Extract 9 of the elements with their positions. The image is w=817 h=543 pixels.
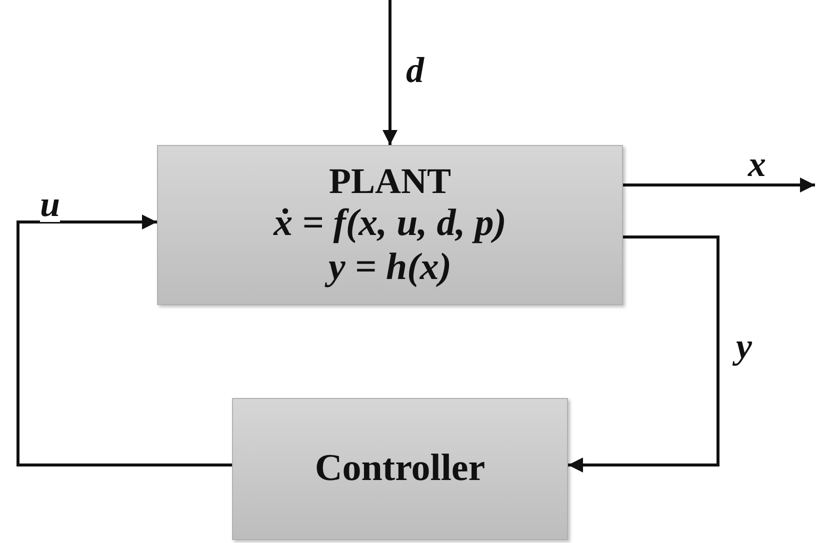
arrow [623, 178, 815, 192]
block-label: Controller [314, 447, 486, 491]
block-label: PLANT [328, 160, 451, 202]
arrow [382, 0, 398, 145]
arrow [568, 236, 720, 472]
equation: ẋ = f(x, u, d, p) [274, 202, 506, 246]
process-box [232, 398, 568, 540]
process-box [157, 145, 623, 305]
arrow [16, 214, 232, 466]
